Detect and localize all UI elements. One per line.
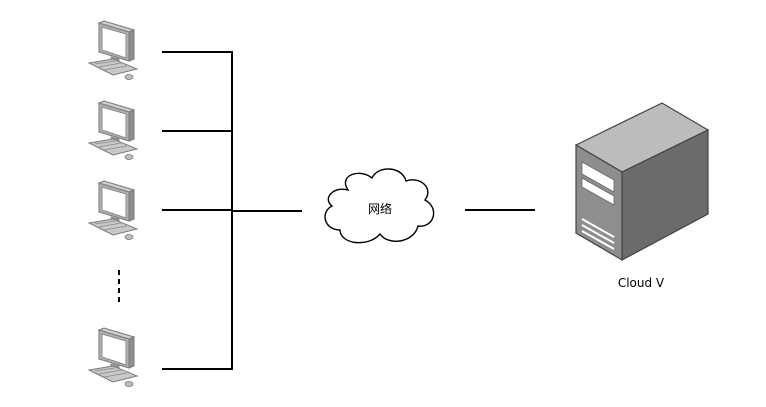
client-computer-1 (89, 21, 137, 80)
client-computer-3 (89, 181, 137, 240)
cloud-label: 网络 (368, 201, 392, 216)
desktop-computer-icon (89, 21, 137, 80)
client-computer-2 (89, 101, 137, 160)
desktop-computer-icon (89, 101, 137, 160)
network-cloud: 网络 (325, 169, 434, 243)
server-label: Cloud V (618, 276, 665, 290)
desktop-computer-icon (89, 328, 137, 387)
server-tower-icon (576, 103, 708, 260)
cloud-server: Cloud V (576, 103, 708, 290)
desktop-computer-icon (89, 181, 137, 240)
client-computer-4 (89, 328, 137, 387)
